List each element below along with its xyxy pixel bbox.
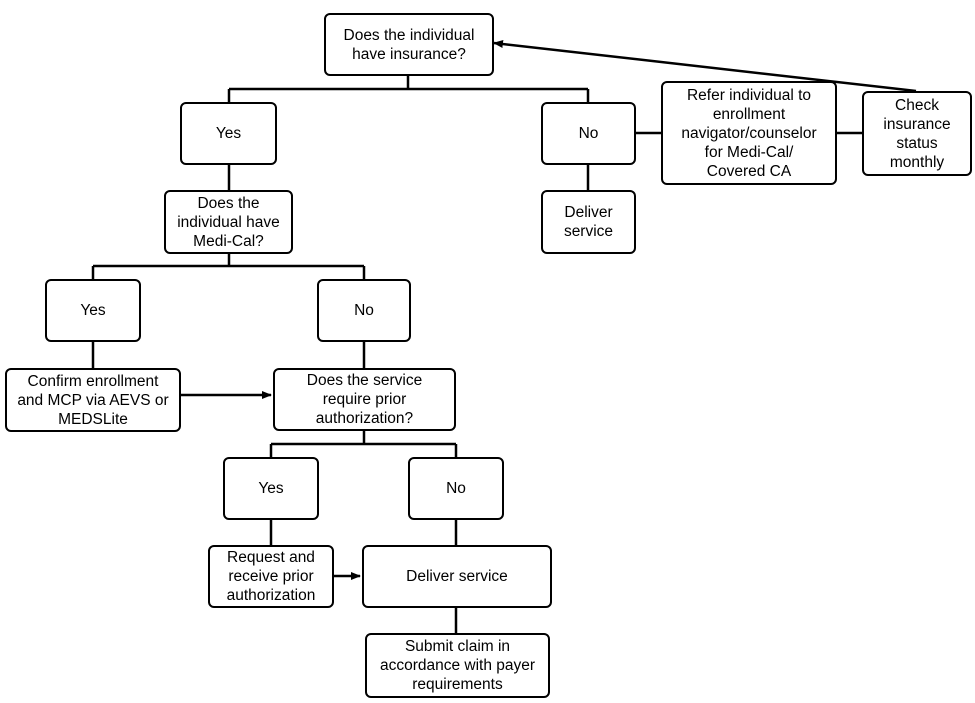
node-label-line: accordance with payer — [379, 657, 536, 674]
node-yes-insurance: Yes — [180, 102, 277, 165]
node-submit-claim: Submit claim in accordance with payer requ… — [365, 633, 550, 698]
node-label-line: Does the — [197, 194, 260, 212]
node-label-line: Request and — [227, 549, 315, 566]
node-label-line: Refer individual to — [686, 86, 812, 104]
node-label: Yes — [216, 124, 241, 143]
node-label-line: Does the individual — [343, 26, 475, 44]
node-label-line: receive prior — [228, 568, 314, 585]
node-label-line: Covered CA — [706, 162, 792, 180]
node-label-line: Confirm enrollment — [27, 372, 159, 390]
node-label: No — [579, 124, 599, 143]
node-label-line: monthly — [889, 153, 945, 171]
node-deliver-service-uninsured: Deliver service — [541, 190, 636, 254]
node-label-line: and MCP via AEVS or — [17, 391, 169, 409]
node-label-line: navigator/counselor — [681, 124, 817, 142]
node-label-line: service — [563, 223, 614, 240]
node-label-line: authorization? — [315, 410, 414, 427]
node-label-line: MEDSLite — [58, 410, 128, 428]
node-deliver-service: Deliver service — [362, 545, 552, 608]
node-label: Does the service require prior authorizati… — [307, 371, 422, 428]
arrow-check-to-insurance — [493, 40, 917, 93]
node-yes-medical: Yes — [45, 279, 141, 342]
node-label-line: Does the service — [306, 372, 423, 389]
node-request-receive-prior-auth: Request and receive prior authorization — [208, 545, 334, 608]
node-label: Deliver service — [564, 203, 613, 241]
node-label-line: require prior — [322, 391, 407, 408]
node-label-line: enrollment — [712, 105, 786, 123]
node-label-line: requirements — [412, 676, 503, 693]
node-label-line: individual have — [177, 213, 280, 231]
node-label: No — [354, 301, 374, 320]
node-no-medical: No — [317, 279, 411, 342]
node-does-service-require-prior-auth: Does the service require prior authorizati… — [273, 368, 456, 431]
node-label-line: Yes — [80, 302, 106, 319]
node-label-line: No — [446, 480, 466, 497]
node-label-line: authorization — [226, 587, 316, 604]
node-no-insurance: No — [541, 102, 636, 165]
node-label-line: Medi-Cal? — [193, 232, 264, 250]
node-label-line: Yes — [215, 125, 242, 142]
node-label: Yes — [258, 479, 283, 498]
node-label-line: Deliver — [564, 204, 613, 221]
node-label-line: Check — [895, 96, 939, 114]
node-label: No — [446, 479, 466, 498]
node-label-line: insurance — [883, 115, 951, 133]
node-label-line: Deliver service — [406, 568, 508, 585]
node-label: Request and receive prior authorization — [227, 548, 316, 605]
node-label-line: status — [896, 134, 938, 152]
node-yes-prior-auth: Yes — [223, 457, 319, 520]
node-label: Submit claim in accordance with payer requ… — [380, 637, 535, 694]
node-label-line: Yes — [258, 480, 284, 497]
node-label-line: No — [354, 302, 374, 319]
node-label: Deliver service — [406, 567, 508, 586]
node-label-line: have insurance? — [352, 45, 466, 63]
node-label-line: for Medi-Cal/ — [704, 143, 794, 161]
node-label: Yes — [80, 301, 105, 320]
node-label-line: No — [578, 125, 599, 142]
node-label-line: Submit claim in — [404, 638, 511, 655]
node-no-prior-auth: No — [408, 457, 504, 520]
